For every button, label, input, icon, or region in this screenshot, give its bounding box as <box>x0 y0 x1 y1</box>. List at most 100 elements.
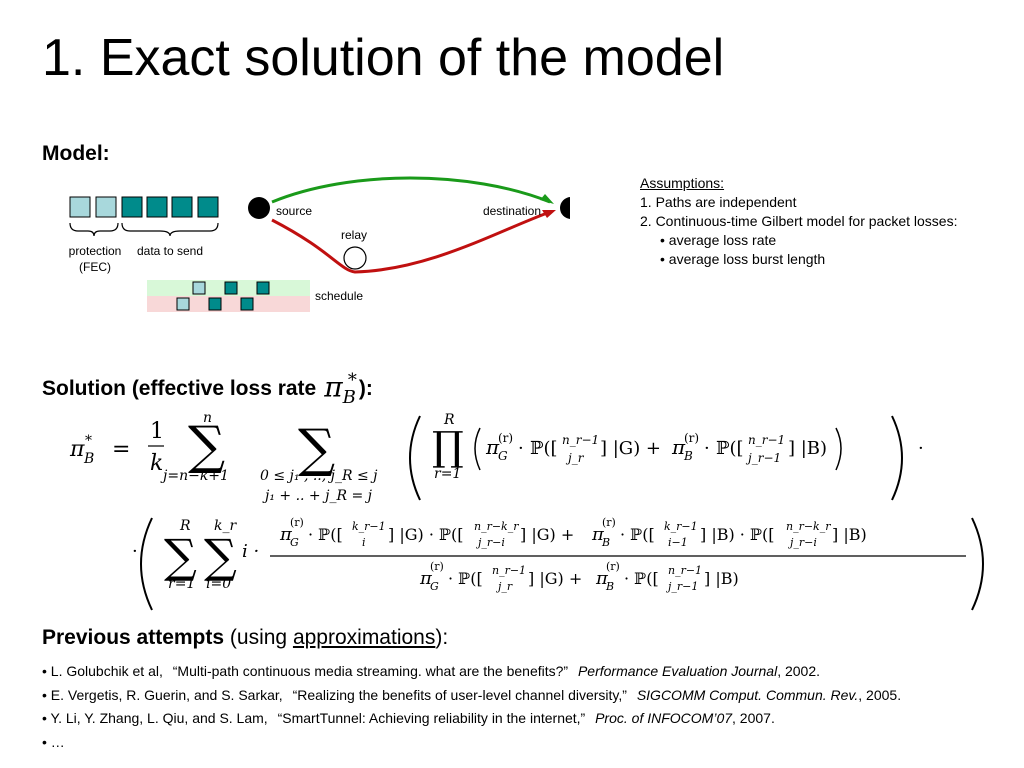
svg-text:G: G <box>290 536 299 549</box>
source-node <box>248 197 270 219</box>
svg-text:B: B <box>83 451 94 467</box>
svg-text:] |B): ] |B) <box>832 525 867 544</box>
reference-year: , 2002. <box>777 663 821 679</box>
svg-text:π: π <box>591 524 605 545</box>
assumption-sub-item: • average loss rate <box>660 232 777 248</box>
svg-text:(r): (r) <box>684 431 699 445</box>
svg-text:j₁ + .. + j_R = j: j₁ + .. + j_R = j <box>262 488 373 504</box>
reference-year: , 2007. <box>732 710 775 726</box>
svg-text:j_r−1: j_r−1 <box>665 580 698 593</box>
svg-text:n_r−1: n_r−1 <box>562 433 599 447</box>
svg-text:·: · <box>518 438 524 459</box>
svg-text:n_r−k_r: n_r−k_r <box>474 520 519 533</box>
data-brace <box>121 222 219 237</box>
solution-heading-text: Solution (effective loss rate <box>42 376 317 400</box>
svg-text:G: G <box>430 580 439 593</box>
relay-path <box>271 210 551 274</box>
reference-list: • L. Golubchik et al, “Multi-path contin… <box>42 660 901 754</box>
svg-text:n_r−1: n_r−1 <box>668 564 702 577</box>
svg-text:k_r−1: k_r−1 <box>664 520 698 533</box>
reference-title: “Multi-path continuous media streaming. … <box>172 663 569 679</box>
svg-text:· ℙ([: · ℙ([ <box>448 569 483 588</box>
schedule-packet <box>224 281 238 295</box>
svg-text:π: π <box>69 437 85 462</box>
reference-authors: • L. Golubchik et al, <box>42 663 163 679</box>
data-packet <box>171 196 193 218</box>
svg-text:] |G) +: ] |G) + <box>520 525 574 544</box>
data-packet <box>197 196 219 218</box>
svg-text:] |B): ] |B) <box>704 569 739 588</box>
svg-text:G: G <box>498 449 508 463</box>
svg-text:i−1: i−1 <box>668 536 688 549</box>
svg-text:j_r−i: j_r−i <box>787 536 817 549</box>
data-to-send-label: data to send <box>137 244 203 258</box>
svg-text:r=1: r=1 <box>168 576 195 592</box>
direct-path-arrowhead <box>540 194 554 204</box>
reference-item: • E. Vergetis, R. Guerin, and S. Sarkar,… <box>42 684 901 708</box>
assumptions-heading: Assumptions: <box>640 175 725 191</box>
svg-text:·: · <box>704 438 710 459</box>
svg-text:] |G) · ℙ([: ] |G) · ℙ([ <box>388 525 464 544</box>
fec-packet <box>69 196 91 218</box>
svg-text:R: R <box>179 518 191 534</box>
direct-path <box>271 176 551 204</box>
svg-text:(r): (r) <box>606 560 620 573</box>
reference-authors: • E. Vergetis, R. Guerin, and S. Sarkar, <box>42 686 283 703</box>
svg-text:] |G) +: ] |G) + <box>528 569 582 588</box>
svg-text:n_r−1: n_r−1 <box>748 433 785 447</box>
data-packet <box>146 196 168 218</box>
reference-item: • Y. Li, Y. Zhang, L. Qiu, and S. Lam, “… <box>42 707 901 731</box>
svg-text:· ℙ([: · ℙ([ <box>624 569 659 588</box>
fec-brace <box>69 222 119 237</box>
svg-text:R: R <box>443 412 455 428</box>
svg-text:∏: ∏ <box>432 424 464 470</box>
assumption-sub-item: • average loss burst length <box>660 251 826 267</box>
reference-item: • … <box>42 731 901 755</box>
fec-label: (FEC) <box>79 260 111 274</box>
solution-heading: Solution (effective loss rate πB* ): <box>42 370 373 408</box>
reference-venue: Performance Evaluation Journal <box>577 663 778 679</box>
svg-text:· ℙ([: · ℙ([ <box>308 525 343 544</box>
schedule-bottom-band <box>147 296 310 312</box>
effective-loss-rate-symbol: πB* <box>324 370 357 408</box>
svg-text:k: k <box>150 451 163 476</box>
svg-text:B: B <box>601 536 610 549</box>
reference-authors: • Y. Li, Y. Zhang, L. Qiu, and S. Lam, <box>42 710 268 726</box>
svg-text:π: π <box>671 435 686 459</box>
svg-text:0 ≤ j₁ , .., j_R ≤ j: 0 ≤ j₁ , .., j_R ≤ j <box>260 468 378 484</box>
svg-text:i=0: i=0 <box>206 576 231 592</box>
svg-text:ℙ([: ℙ([ <box>716 438 744 459</box>
approximations-text: approximations <box>292 626 436 649</box>
svg-text:k_r−1: k_r−1 <box>352 520 386 533</box>
source-label: source <box>276 204 312 218</box>
assumptions-block: Assumptions: 1. Paths are independent 2.… <box>640 174 957 269</box>
svg-text:n_r−k_r: n_r−k_r <box>786 520 831 533</box>
svg-text:j_r: j_r <box>495 580 513 593</box>
svg-text:i: i <box>362 536 366 549</box>
svg-text:B: B <box>605 580 614 593</box>
svg-text:·: · <box>132 541 138 562</box>
svg-text:(r): (r) <box>290 516 304 529</box>
slide-title: 1. Exact solution of the model <box>42 29 725 87</box>
relay-path-arrowhead <box>542 210 556 218</box>
svg-text:*: * <box>85 433 92 449</box>
svg-text:j=n−k+1: j=n−k+1 <box>160 468 229 484</box>
svg-text:k_r: k_r <box>214 518 237 534</box>
svg-text:∑: ∑ <box>164 529 197 583</box>
reference-ellipsis: • … <box>42 733 65 750</box>
svg-text:j_r−i: j_r−i <box>475 536 505 549</box>
relay-label: relay <box>341 228 367 242</box>
svg-text:(r): (r) <box>430 560 444 573</box>
svg-text:B: B <box>683 449 693 463</box>
previous-attempts-label: Previous attempts <box>42 626 225 649</box>
svg-text:=: = <box>112 437 130 462</box>
svg-text:∑: ∑ <box>298 419 335 479</box>
svg-text:j_r: j_r <box>565 451 585 465</box>
svg-text:∑: ∑ <box>204 529 237 583</box>
svg-text:(r): (r) <box>498 431 513 445</box>
svg-text:n: n <box>203 410 212 426</box>
svg-text:] |B): ] |B) <box>788 438 827 459</box>
schedule-packet <box>256 281 270 295</box>
data-packet <box>121 196 143 218</box>
svg-text:i ·: i · <box>242 541 259 562</box>
